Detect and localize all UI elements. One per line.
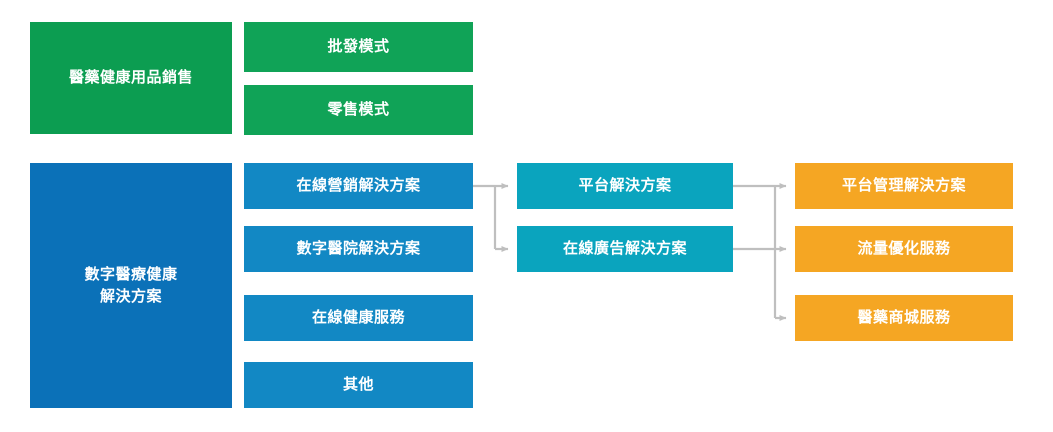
node-sub-wholesale[interactable]: 批發模式 bbox=[244, 22, 473, 72]
node-sub-digital-hospital[interactable]: 數字醫院解決方案 bbox=[244, 226, 473, 272]
node-seg-digital-health[interactable]: 數字醫療健康 解決方案 bbox=[30, 163, 232, 408]
node-sub-retail[interactable]: 零售模式 bbox=[244, 85, 473, 135]
connector-marketing-branch bbox=[473, 183, 509, 252]
node-svc-traffic-opt[interactable]: 流量優化服務 bbox=[795, 226, 1013, 272]
node-sol-platform[interactable]: 平台解決方案 bbox=[517, 163, 733, 209]
node-seg-pharma-retail[interactable]: 醫藥健康用品銷售 bbox=[30, 22, 232, 134]
node-sol-online-ads[interactable]: 在線廣告解決方案 bbox=[517, 226, 733, 272]
connector-platform-branch bbox=[733, 183, 787, 321]
node-sub-online-marketing[interactable]: 在線營銷解決方案 bbox=[244, 163, 473, 209]
node-sub-online-health[interactable]: 在線健康服務 bbox=[244, 295, 473, 341]
node-sub-other[interactable]: 其他 bbox=[244, 362, 473, 408]
node-svc-platform-mgmt[interactable]: 平台管理解決方案 bbox=[795, 163, 1013, 209]
node-svc-pharma-mall[interactable]: 醫藥商城服務 bbox=[795, 295, 1013, 341]
